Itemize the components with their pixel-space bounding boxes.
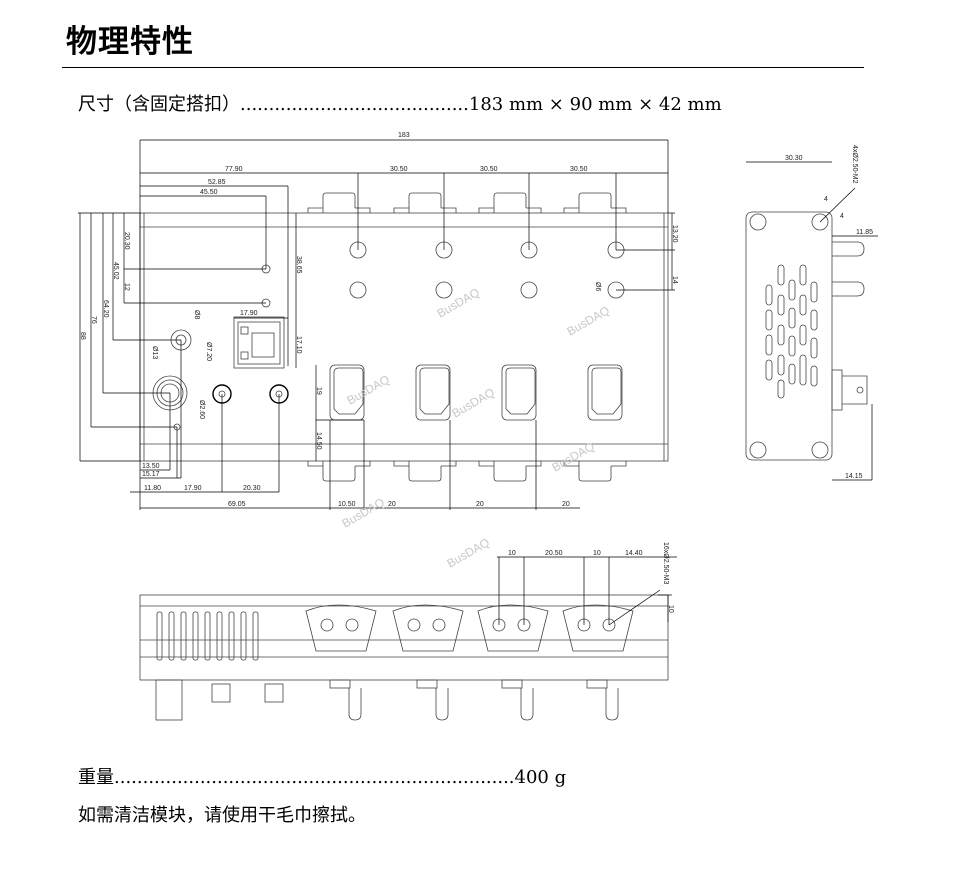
watermark-text: BusDAQ [550, 439, 597, 474]
dimension-label: 20.30 [123, 232, 130, 250]
watermarks: BusDAQ BusDAQ BusDAQ BusDAQ BusDAQ BusDA… [340, 285, 612, 570]
dimension-label: 88 [79, 332, 86, 340]
dimension-label: 30.50 [390, 166, 408, 173]
weight-dots: ........................................… [114, 767, 515, 788]
dimension-label: 12 [123, 283, 130, 291]
dimension-label: 17.10 [295, 336, 302, 354]
dimension-label: 77.90 [225, 166, 243, 173]
dimension-label: 64.20 [102, 300, 109, 318]
dimension-label: 17.90 [184, 485, 202, 492]
dimension-label: 14.15 [845, 473, 863, 480]
dimension-label: Ø6 [594, 282, 601, 291]
dimension-lines [78, 139, 675, 510]
dimension-label: 20.30 [243, 485, 261, 492]
dimensions-dots: ........................................ [240, 94, 469, 115]
watermark-text: BusDAQ [450, 385, 497, 420]
cleaning-note: 如需清洁模块，请使用干毛巾擦拭。 [78, 805, 366, 826]
dimension-label: 4 [840, 213, 844, 220]
dimension-label: 15.17 [142, 471, 160, 478]
dimension-label: 30.50 [570, 166, 588, 173]
dimension-label: 14.40 [625, 550, 643, 557]
dimension-label: 13.50 [142, 463, 160, 470]
db15-connectors [329, 364, 623, 421]
section-title: 物理特性 [66, 24, 194, 60]
watermark-text: BusDAQ [445, 535, 492, 570]
dimension-label: 19 [315, 387, 322, 395]
dimension-label: 52.85 [208, 179, 226, 186]
led-holes [349, 241, 625, 299]
dimension-label: 16xØ2.50-M3 [662, 542, 669, 585]
dimension-label: 17.90 [240, 310, 258, 317]
front-view: 183 77.90 52.85 45.50 30.50 30.50 30.50 … [78, 132, 678, 571]
dimension-label: 45.50 [200, 189, 218, 196]
top-view: 10 20.50 10 14.40 16xØ2.50-M3 10 [139, 542, 677, 721]
top-connector-tabs [307, 192, 627, 482]
weight-spec: 重量......................................… [78, 763, 566, 789]
dimension-label: 20.50 [545, 550, 563, 557]
dimension-label: 10 [508, 550, 516, 557]
dimension-label: 30.30 [785, 155, 803, 162]
side-view: 30.30 4xØ2.50-M2 4 4 11.85 14.15 [745, 145, 878, 481]
dimension-labels: 183 77.90 52.85 45.50 30.50 30.50 30.50 … [79, 132, 678, 508]
dimension-label: Ø2.60 [198, 400, 205, 419]
dimension-label: 76 [90, 316, 97, 324]
dimension-label: Ø13 [151, 346, 158, 359]
dimension-label: 20 [476, 501, 484, 508]
watermark-text: BusDAQ [565, 303, 612, 338]
dimension-label: 10 [593, 550, 601, 557]
rj45-port [233, 316, 285, 369]
weight-value: 400 g [514, 767, 567, 788]
watermark-text: BusDAQ [345, 372, 392, 407]
dimension-label: 20 [562, 501, 570, 508]
dimension-label: 4xØ2.50-M2 [851, 145, 858, 184]
dimensions-spec: 尺寸（含固定搭扣）...............................… [78, 90, 722, 116]
dimension-label: 13.20 [671, 225, 678, 243]
dimensions-label: 尺寸（含固定搭扣） [78, 94, 240, 115]
watermark-text: BusDAQ [435, 285, 482, 320]
dimension-label: 4 [824, 196, 828, 203]
title-divider [62, 67, 864, 68]
dimension-label: 10.50 [338, 501, 356, 508]
dimension-label: 10 [667, 605, 674, 613]
dimension-label: 69.05 [228, 501, 246, 508]
dimension-label: 11.85 [856, 229, 873, 236]
dimension-label: 14 [671, 276, 678, 284]
dimension-label: 38.65 [295, 256, 302, 274]
dimension-label: 30.50 [480, 166, 498, 173]
dimension-label: 183 [398, 132, 410, 139]
dimension-label: 14.50 [315, 432, 322, 450]
dimension-label: 11.80 [144, 485, 161, 492]
dimension-label: 20 [388, 501, 396, 508]
dimension-label: Ø7.20 [205, 342, 212, 361]
weight-label: 重量 [78, 767, 114, 788]
dimensions-value: 183 mm × 90 mm × 42 mm [468, 94, 722, 115]
dimension-label: 45.02 [112, 262, 119, 280]
dimension-label: Ø8 [193, 310, 200, 319]
